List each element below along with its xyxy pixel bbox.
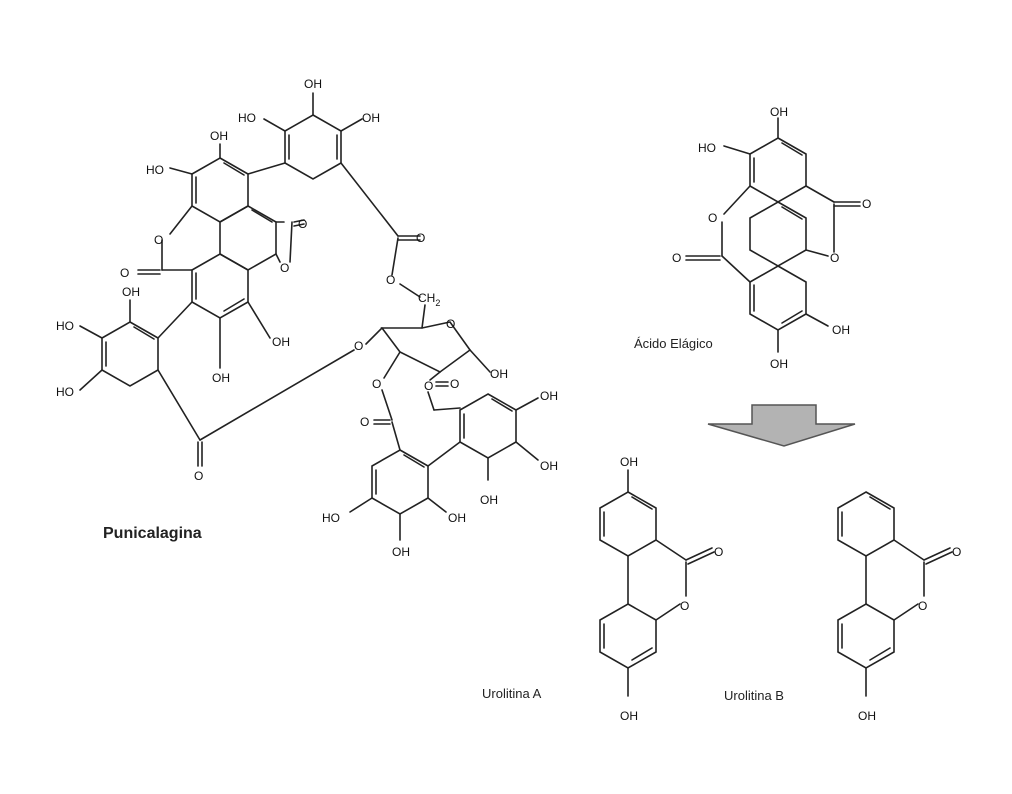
atom-oh: OH — [620, 709, 638, 723]
urolithin-b-structure — [837, 491, 953, 697]
atom-o-carbonyl: O — [360, 415, 369, 429]
atom-o-ring: O — [372, 377, 381, 391]
atom-o-carbonyl: O — [194, 469, 203, 483]
ellagic-acid-atoms: OH HO O O O O OH OH — [672, 105, 871, 371]
atom-o-ring: O — [386, 273, 395, 287]
atom-o-carbonyl: O — [714, 545, 723, 559]
atom-oh: OH — [540, 389, 558, 403]
urolithin-a-atoms: OH O O OH — [620, 455, 723, 723]
punicalagina-atoms: OH OH HO OH HO O O O O O O CH2 OH OH OH … — [56, 77, 558, 559]
atom-oh: OH — [448, 511, 466, 525]
atom-oh: OH — [770, 105, 788, 119]
punicalagina-structure — [79, 92, 539, 541]
atom-o-carbonyl: O — [952, 545, 961, 559]
atom-ch2: CH2 — [418, 291, 440, 308]
atom-oh: OH — [620, 455, 638, 469]
reaction-arrow — [707, 404, 856, 447]
atom-o-carbonyl: O — [450, 377, 459, 391]
atom-oh: OH — [304, 77, 322, 91]
atom-o-ring: O — [154, 233, 163, 247]
atom-o-ring: O — [280, 261, 289, 275]
atom-ho: HO — [322, 511, 340, 525]
label-acido-elagico: Ácido Elágico — [634, 336, 713, 351]
atom-o-ring: O — [424, 379, 433, 393]
atom-o-carbonyl: O — [298, 217, 307, 231]
atom-oh: OH — [770, 357, 788, 371]
atom-ho: HO — [698, 141, 716, 155]
atom-oh: OH — [122, 285, 140, 299]
atom-oh: OH — [210, 129, 228, 143]
atom-oh: OH — [392, 545, 410, 559]
atom-oh: OH — [480, 493, 498, 507]
atom-ho: HO — [146, 163, 164, 177]
atom-o-ring: O — [446, 317, 455, 331]
atom-o-carbonyl: O — [862, 197, 871, 211]
atom-o-carbonyl: O — [672, 251, 681, 265]
atom-oh: OH — [490, 367, 508, 381]
atom-ho: HO — [238, 111, 256, 125]
label-punicalagina: Punicalagina — [103, 525, 202, 542]
ellagic-acid-structure — [685, 117, 861, 353]
atom-oh: OH — [362, 111, 380, 125]
atom-o-ring: O — [830, 251, 839, 265]
atom-o-ring: O — [680, 599, 689, 613]
urolithin-b-atoms: O O OH — [858, 545, 961, 723]
atom-o-ring: O — [354, 339, 363, 353]
atom-oh: OH — [212, 371, 230, 385]
label-urolitina-a: Urolitina A — [482, 686, 542, 701]
atom-o-carbonyl: O — [120, 266, 129, 280]
atom-o-ring: O — [708, 211, 717, 225]
label-urolitina-b: Urolitina B — [724, 688, 784, 703]
atom-o-ring: O — [918, 599, 927, 613]
atom-oh: OH — [858, 709, 876, 723]
atom-oh: OH — [540, 459, 558, 473]
atom-oh: OH — [272, 335, 290, 349]
urolithin-a-structure — [599, 469, 715, 697]
atom-o-carbonyl: O — [416, 231, 425, 245]
atom-oh: OH — [832, 323, 850, 337]
atom-ho: HO — [56, 319, 74, 333]
atom-ho: HO — [56, 385, 74, 399]
